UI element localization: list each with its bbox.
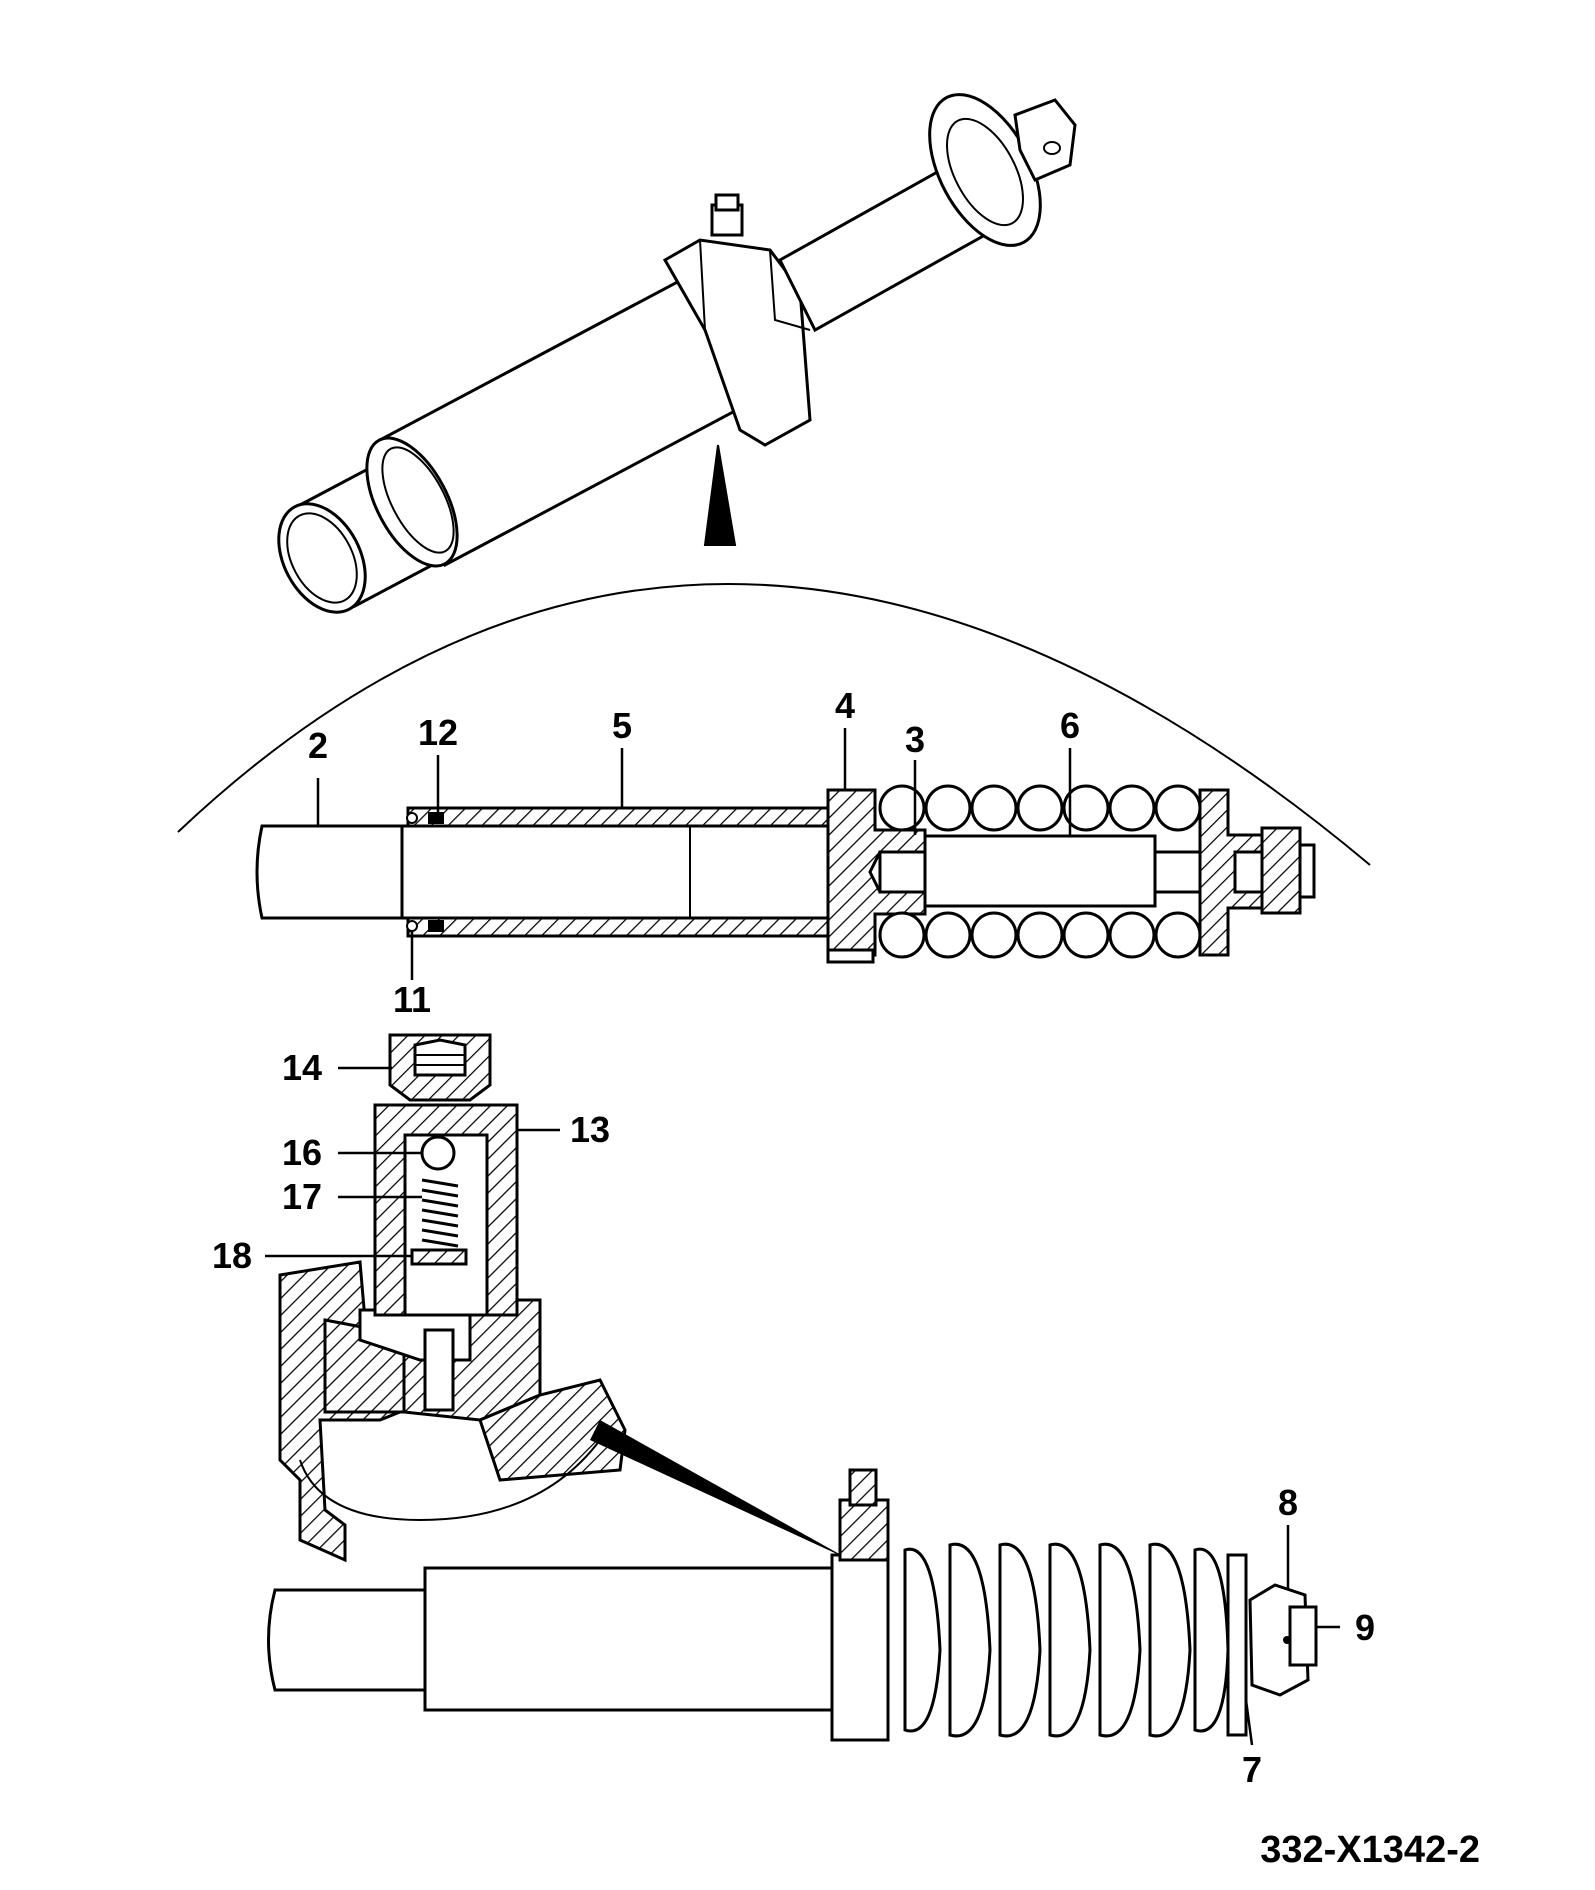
side-elevation [267,1468,1318,1742]
callout-17: 17 [282,1176,322,1217]
sectional-view [255,784,1316,964]
detail-arc [177,583,1371,866]
callout-7: 7 [1242,1749,1262,1790]
spring-side [903,1542,1230,1738]
callout-16: 16 [282,1132,322,1173]
leader-lines [265,728,1340,1746]
callout-3: 3 [905,719,925,760]
callout-13: 13 [570,1109,610,1150]
isometric-assembly [277,93,1077,614]
callout-18: 18 [212,1235,252,1276]
callout-8: 8 [1278,1482,1298,1523]
callout-6: 6 [1060,705,1080,746]
callout-5: 5 [612,705,632,746]
callout-labels: 2 12 5 4 3 6 11 14 13 16 17 18 8 9 7 [212,685,1375,1790]
seal-11 [428,920,444,932]
callout-2: 2 [308,725,328,766]
seal-12 [428,812,444,824]
callout-4: 4 [835,685,855,726]
callout-9: 9 [1355,1607,1375,1648]
spring-coils-top [878,784,1202,832]
grease-valve-detail [278,1033,850,1563]
callout-12: 12 [418,712,458,753]
check-valve-spring [421,1178,459,1248]
callout-11: 11 [393,979,431,1020]
figure-reference: 332-X1342-2 [1260,1829,1480,1871]
spring-coils-bottom [878,911,1202,959]
callout-14: 14 [282,1047,322,1088]
